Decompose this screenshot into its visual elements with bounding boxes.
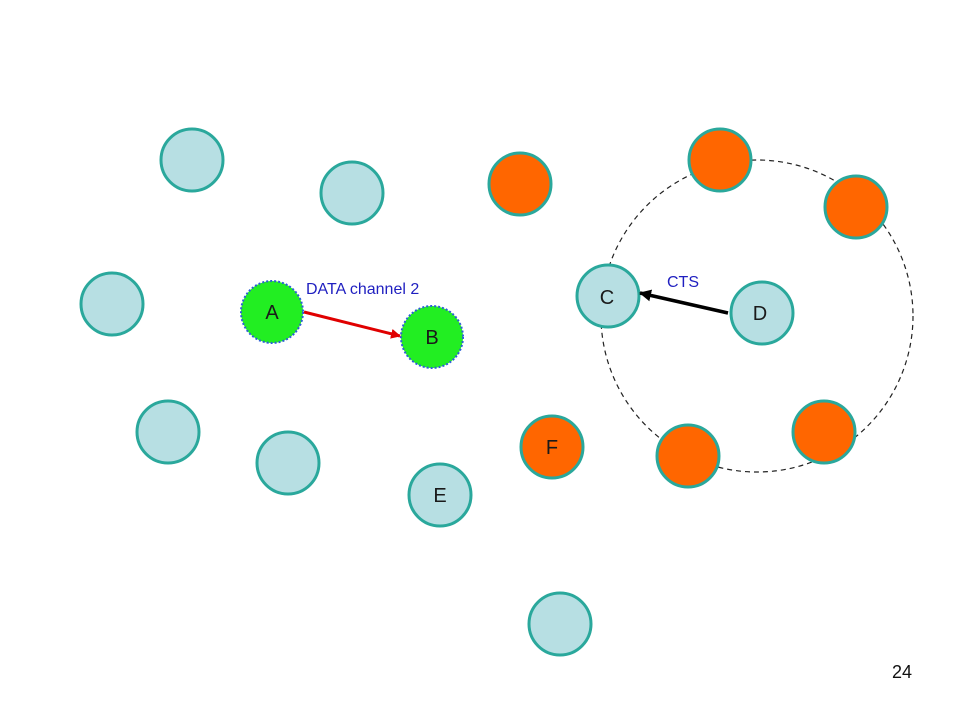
node-f: F [519, 414, 585, 480]
node-b: B [400, 305, 464, 369]
data-channel-label: DATA channel 2 [306, 281, 419, 298]
node-idle [79, 271, 145, 337]
node-idle [527, 591, 593, 657]
node-c-label: C [600, 287, 614, 309]
data-arrow [303, 310, 401, 339]
node-idle [255, 430, 321, 496]
node-blocked [823, 174, 889, 240]
cts-label: CTS [667, 274, 699, 291]
cts-arrow [639, 289, 729, 315]
node-a: A [240, 280, 304, 344]
node-idle [319, 160, 385, 226]
node-d: D [729, 280, 795, 346]
node-c: C [575, 263, 641, 329]
node-e-label: E [433, 485, 446, 507]
node-f-label: F [546, 437, 558, 459]
node-idle [159, 127, 225, 193]
node-b-label: B [425, 327, 438, 349]
node-blocked [487, 151, 553, 217]
node-blocked [687, 127, 753, 193]
node-a-label: A [265, 302, 279, 324]
node-idle [135, 399, 201, 465]
page-number: 24 [891, 662, 912, 682]
node-blocked [791, 399, 857, 465]
node-blocked [655, 423, 721, 489]
node-e: E [407, 462, 473, 528]
node-d-label: D [753, 303, 767, 325]
